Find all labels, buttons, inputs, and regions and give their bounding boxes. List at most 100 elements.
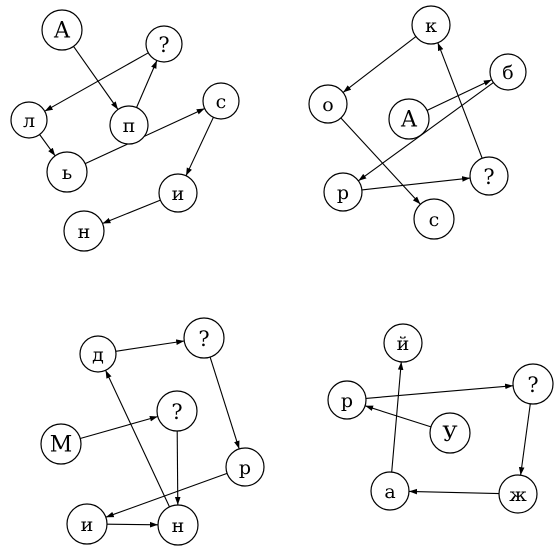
arrow-br-a-to-br-y <box>391 361 404 473</box>
arrow-bl-q2-to-bl-n <box>174 430 181 506</box>
node-circle <box>10 101 48 139</box>
node-tl-soft: ь <box>46 151 88 193</box>
diagram-bottom-left-edges <box>80 339 240 528</box>
arrow-tr-o-to-tr-s <box>340 117 421 205</box>
node-circle <box>469 156 509 196</box>
node-label: ь <box>62 162 72 184</box>
arrow-tr-q-to-tr-k <box>437 42 483 159</box>
node-label: ? <box>198 327 209 351</box>
node-br-y: й <box>383 323 423 363</box>
diagram-bottom-right-edges <box>364 361 531 495</box>
node-circle <box>202 82 240 120</box>
node-circle <box>183 317 225 359</box>
node-br-u: У <box>429 412 471 454</box>
node-label: н <box>172 515 185 537</box>
node-circle <box>79 335 117 373</box>
node-circle <box>489 53 527 91</box>
node-br-a: а <box>370 471 410 511</box>
node-circle <box>63 210 105 252</box>
arrow-br-zh-to-br-a <box>408 488 500 495</box>
node-tl-i: и <box>158 173 198 213</box>
node-tr-s: с <box>413 198 455 240</box>
node-label: а <box>384 481 395 503</box>
node-tl-s: с <box>202 82 240 120</box>
arrow-br-q-to-br-zh <box>518 403 531 476</box>
node-label: р <box>337 182 349 204</box>
node-circle <box>383 323 423 363</box>
arrow-br-r-to-br-q <box>365 383 514 399</box>
arrow-tr-b-to-tr-r <box>358 82 494 182</box>
node-circle <box>109 105 149 145</box>
node-label: о <box>322 94 333 116</box>
node-br-zh: ж <box>498 474 538 514</box>
node-tr-b: б <box>489 53 527 91</box>
node-label: б <box>502 62 513 84</box>
arrow-bl-n-to-bl-d <box>105 370 170 508</box>
node-circle <box>156 390 198 432</box>
node-label: с <box>216 91 227 113</box>
node-tr-r: р <box>323 172 363 212</box>
node-label: к <box>425 15 437 37</box>
node-circle <box>41 9 83 51</box>
node-tl-p: п <box>109 105 149 145</box>
node-tl-a: А <box>41 9 83 51</box>
arrow-tl-q-to-tl-l <box>44 52 149 112</box>
arrow-tl-i-to-tl-n <box>102 199 161 225</box>
node-tr-o: о <box>308 84 348 124</box>
diagram-top-right-nodes: к б оА? р с <box>308 5 527 240</box>
node-circle <box>157 504 199 546</box>
arrow-tr-a-to-tr-b <box>426 79 492 111</box>
diagram-top-right-edges <box>340 36 494 205</box>
node-circle <box>327 380 367 420</box>
node-label: р <box>341 390 353 412</box>
node-label: М <box>50 433 73 458</box>
node-tl-n: н <box>63 210 105 252</box>
node-label: и <box>81 514 94 536</box>
arrow-bl-q1-to-bl-r <box>209 356 240 450</box>
node-label: н <box>78 221 91 243</box>
arrow-tl-l-to-tl-soft <box>39 134 56 157</box>
diagram-bottom-right-nodes: й р? Уа ж <box>327 323 554 514</box>
node-circle <box>225 447 265 487</box>
node-circle <box>40 423 82 465</box>
node-label: ж <box>509 484 527 506</box>
node-circle <box>370 471 410 511</box>
node-tl-l: л <box>10 101 48 139</box>
node-circle <box>413 198 455 240</box>
node-bl-q1: ? <box>183 317 225 359</box>
arrow-tl-a-to-tl-p <box>73 45 119 110</box>
node-tr-q: ? <box>469 156 509 196</box>
node-circle <box>66 503 108 545</box>
node-label: д <box>92 344 104 366</box>
node-label: и <box>172 183 185 205</box>
node-bl-i: и <box>66 503 108 545</box>
node-label: ? <box>527 373 538 397</box>
node-bl-m: М <box>40 423 82 465</box>
node-tl-q: ? <box>145 25 183 63</box>
node-label: У <box>442 422 457 446</box>
node-circle <box>158 173 198 213</box>
arrow-bl-r-to-bl-i <box>105 472 228 518</box>
node-label: А <box>401 108 418 133</box>
node-label: п <box>123 115 136 137</box>
node-br-r: р <box>327 380 367 420</box>
node-label: ? <box>483 165 494 189</box>
node-circle <box>498 474 538 514</box>
arrow-tr-k-to-tr-o <box>342 36 417 93</box>
edges-layer <box>39 36 531 528</box>
node-circle <box>429 412 471 454</box>
node-label: ? <box>158 33 169 57</box>
node-tr-a: А <box>388 98 430 140</box>
arrow-br-u-to-br-r <box>364 405 432 428</box>
node-bl-d: д <box>79 335 117 373</box>
node-bl-r: р <box>225 447 265 487</box>
arrow-tl-p-to-tl-q <box>135 60 158 108</box>
arrow-bl-m-to-bl-q2 <box>80 415 158 440</box>
node-circle <box>388 98 430 140</box>
node-bl-q2: ? <box>156 390 198 432</box>
arrow-tl-s-to-tl-i <box>185 117 214 177</box>
node-circle <box>323 172 363 212</box>
node-circle <box>308 84 348 124</box>
